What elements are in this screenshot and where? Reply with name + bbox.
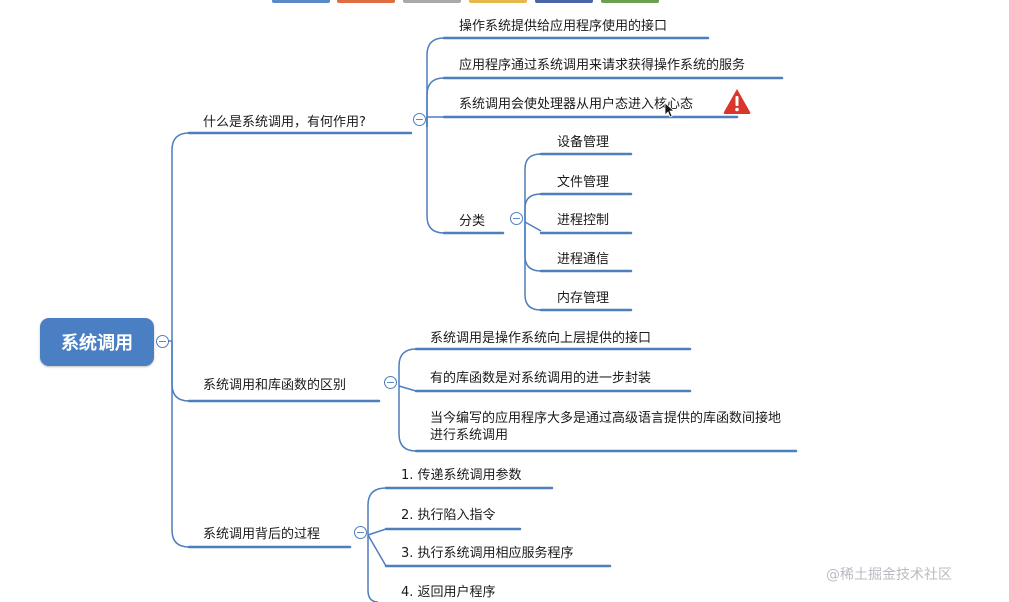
leaf-node[interactable]: 有的库函数是对系统调用的进一步封装 — [430, 371, 652, 386]
toolbar-swatch[interactable] — [337, 0, 395, 3]
category-item[interactable]: 内存管理 — [557, 291, 610, 306]
category-item[interactable]: 设备管理 — [557, 135, 610, 150]
step-item[interactable]: 1. 传递系统调用参数 — [401, 468, 522, 483]
minus-circle-icon[interactable]: − — [156, 335, 169, 348]
minus-circle-icon[interactable]: − — [354, 526, 367, 539]
root-label: 系统调用 — [61, 333, 133, 354]
minus-circle-icon[interactable]: − — [510, 212, 523, 225]
root-node[interactable]: 系统调用 — [40, 318, 154, 366]
category-item[interactable]: 进程控制 — [557, 213, 610, 228]
leaf-node[interactable]: 当今编写的应用程序大多是通过高级语言提供的库函数间接地进行系统调用 — [430, 411, 782, 443]
watermark: @稀土掘金技术社区 — [826, 567, 952, 583]
toolbar-swatch[interactable] — [469, 0, 527, 3]
toolbar-swatch[interactable] — [535, 0, 593, 3]
toolbar-swatch[interactable] — [272, 0, 330, 3]
leaf-node[interactable]: 操作系统提供给应用程序使用的接口 — [459, 19, 668, 34]
leaf-node[interactable]: 系统调用会使处理器从用户态进入核心态 — [459, 97, 694, 112]
step-item[interactable]: 3. 执行系统调用相应服务程序 — [401, 546, 574, 561]
step-item[interactable]: 2. 执行陷入指令 — [401, 508, 496, 523]
minus-circle-icon[interactable]: − — [384, 376, 397, 389]
sub-branch-classification[interactable]: 分类 — [459, 214, 486, 229]
mouse-pointer-icon — [664, 102, 674, 118]
minus-circle-icon[interactable]: − — [413, 113, 426, 126]
branch-syscall-process[interactable]: 系统调用背后的过程 — [203, 527, 321, 542]
warning-triangle-icon — [723, 89, 751, 114]
toolbar-swatch[interactable] — [601, 0, 659, 3]
toolbar-swatch[interactable] — [403, 0, 461, 3]
branch-syscall-vs-library[interactable]: 系统调用和库函数的区别 — [203, 378, 347, 393]
category-item[interactable]: 进程通信 — [557, 252, 610, 267]
leaf-node[interactable]: 系统调用是操作系统向上层提供的接口 — [430, 331, 652, 346]
branch-what-is-syscall[interactable]: 什么是系统调用，有何作用? — [203, 115, 366, 130]
category-item[interactable]: 文件管理 — [557, 175, 610, 190]
leaf-node[interactable]: 应用程序通过系统调用来请求获得操作系统的服务 — [459, 58, 746, 73]
step-item[interactable]: 4. 返回用户程序 — [401, 585, 496, 600]
